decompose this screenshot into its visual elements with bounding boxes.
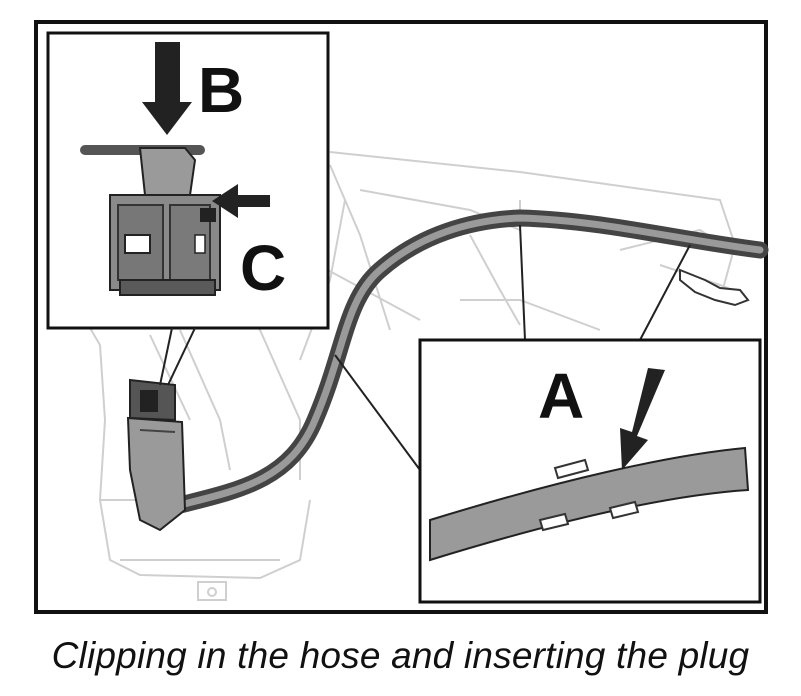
hose-plug-diagram: B C A [34, 20, 769, 614]
callout-c: C [240, 232, 286, 304]
callout-a: A [538, 360, 584, 432]
leader-lines [159, 224, 691, 471]
figure-caption: Clipping in the hose and inserting the p… [51, 635, 750, 676]
callout-b: B [198, 54, 244, 126]
arrow-c [212, 184, 270, 218]
hose-highlight [176, 214, 764, 509]
arrow-b [142, 42, 192, 135]
hose-end-fitting [679, 268, 750, 307]
inset-hose-clip-detail: A [418, 338, 762, 604]
arrow-a [620, 368, 665, 470]
inset-plug-detail: B C [46, 31, 330, 330]
